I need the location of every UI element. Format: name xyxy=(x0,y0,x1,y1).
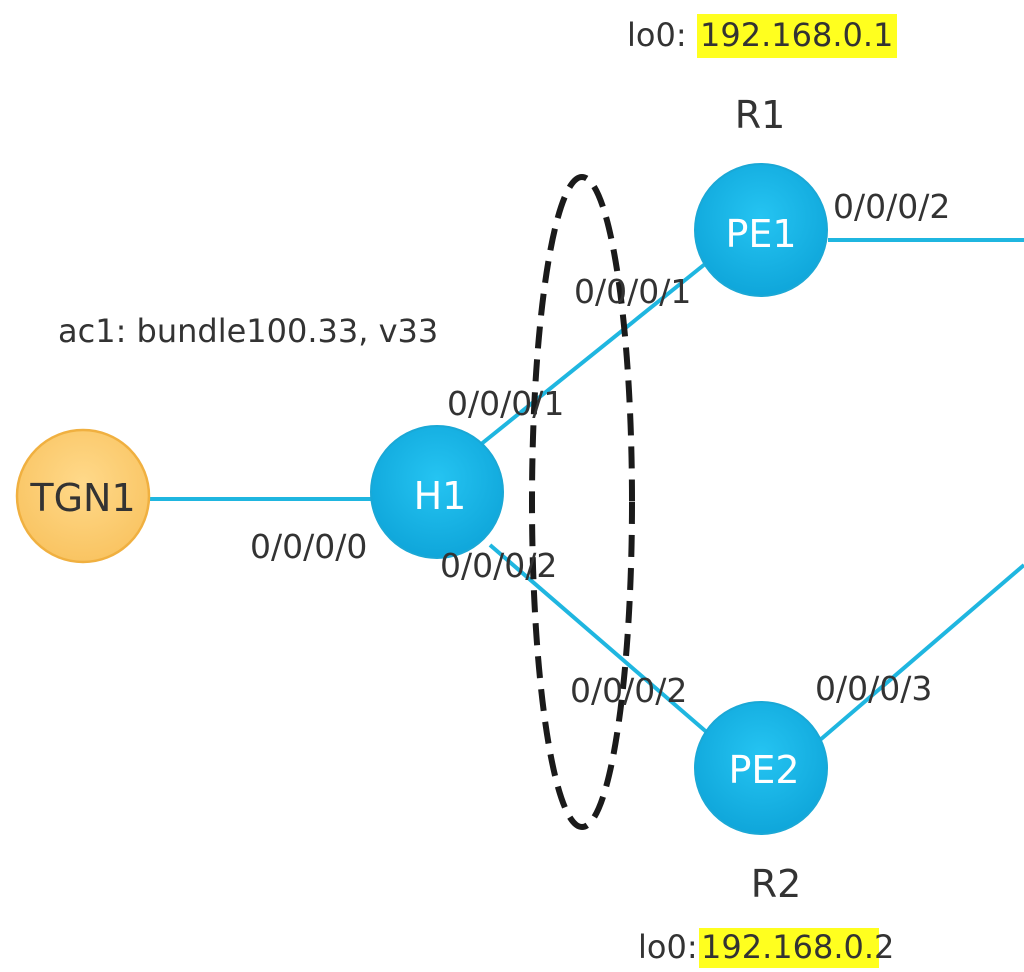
pe2-label: PE2 xyxy=(728,748,799,792)
r1-loopback-prefix: lo0: xyxy=(627,16,687,54)
node-tgn1[interactable]: TGN1 xyxy=(15,428,151,564)
pe1-circle xyxy=(694,163,828,297)
link-h1-pe1 xyxy=(478,258,712,447)
port-pe1-out: 0/0/0/2 xyxy=(833,187,950,226)
h1-label: H1 xyxy=(414,474,467,518)
pe2-circle xyxy=(694,701,828,835)
tgn1-circle xyxy=(15,428,151,564)
port-pe2-h1: 0/0/0/2 xyxy=(570,671,687,710)
tgn1-label: TGN1 xyxy=(29,476,135,520)
port-pe2-out: 0/0/0/3 xyxy=(815,669,932,708)
router-name-r1: R1 xyxy=(735,93,786,137)
r2-loopback-highlight xyxy=(699,928,879,968)
node-pe2[interactable]: PE2 xyxy=(694,701,828,835)
pe1-label: PE1 xyxy=(725,212,796,256)
port-h1-tgn: 0/0/0/0 xyxy=(250,527,367,566)
bundle-ellipse xyxy=(529,174,635,830)
node-h1[interactable]: H1 xyxy=(370,425,504,559)
port-pe1-h1: 0/0/0/1 xyxy=(574,272,691,311)
link-h1-pe2 xyxy=(488,543,712,737)
port-h1-pe1: 0/0/0/1 xyxy=(447,384,564,423)
router-name-r2: R2 xyxy=(751,862,802,906)
r2-loopback-ip: 192.168.0.2 xyxy=(701,928,894,966)
port-h1-pe2: 0/0/0/2 xyxy=(440,546,557,585)
r2-loopback-prefix: lo0: xyxy=(638,928,698,966)
h1-circle xyxy=(370,425,504,559)
attachment-circuit-label: ac1: bundle100.33, v33 xyxy=(58,312,438,350)
r1-loopback-highlight xyxy=(697,14,897,58)
node-pe1[interactable]: PE1 xyxy=(694,163,828,297)
link-pe2-out xyxy=(818,563,1024,742)
r1-loopback-ip: 192.168.0.1 xyxy=(700,16,893,54)
